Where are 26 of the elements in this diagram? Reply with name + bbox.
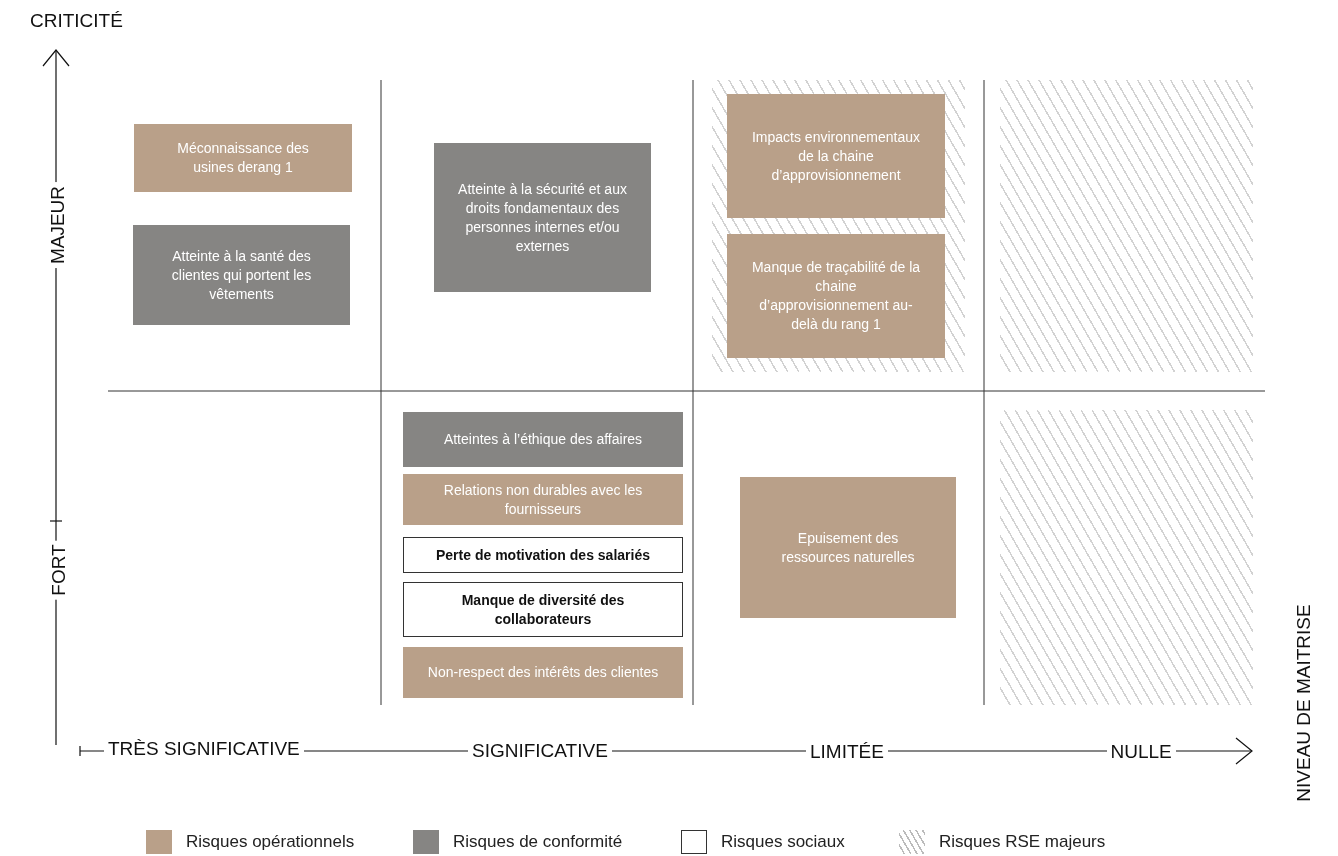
risk-label: Manque de traçabilité de la chaine d’approvisionnement au-delà du rang 1 [750, 258, 922, 334]
legend-label: Risques opérationnels [186, 832, 355, 852]
legend-label: Risques sociaux [721, 832, 845, 852]
risk-box [133, 225, 350, 325]
risk-label: Atteinte à la santé des clientes qui portent les vêtements [170, 246, 313, 304]
risk-label: Atteinte à la sécurité et aux droits fondamentaux des personnes internes et/ou externes [457, 179, 628, 256]
risk-label: Epuisement des ressources naturelles [780, 528, 916, 567]
risk-box [403, 537, 683, 573]
risk-box [134, 124, 352, 192]
legend-label: Risques de conformité [453, 832, 623, 852]
risk-label: Relations non durables avec les fournisseurs [442, 480, 644, 519]
legend-label: Risques RSE majeurs [939, 832, 1106, 852]
risk-box [740, 477, 956, 618]
risk-box [434, 143, 651, 292]
risk-label: Non-respect des intérêts des clientes [427, 663, 659, 682]
risk-label: Méconnaissance des usines derang 1 [176, 139, 310, 177]
risk-label: Impacts environnementaux de la chaine d’approvisionnement [750, 127, 922, 185]
risk-box [727, 94, 945, 218]
risk-label: Perte de motivation des salariés [436, 545, 650, 565]
risk-label: Atteintes à l’éthique des affaires [443, 430, 643, 449]
risk-label: Manque de diversité des collaborateurs [460, 590, 626, 629]
risk-box [727, 234, 945, 358]
risk-box [403, 647, 683, 698]
risk-box [403, 582, 683, 637]
risk-box [403, 412, 683, 467]
risk-box [403, 474, 683, 525]
